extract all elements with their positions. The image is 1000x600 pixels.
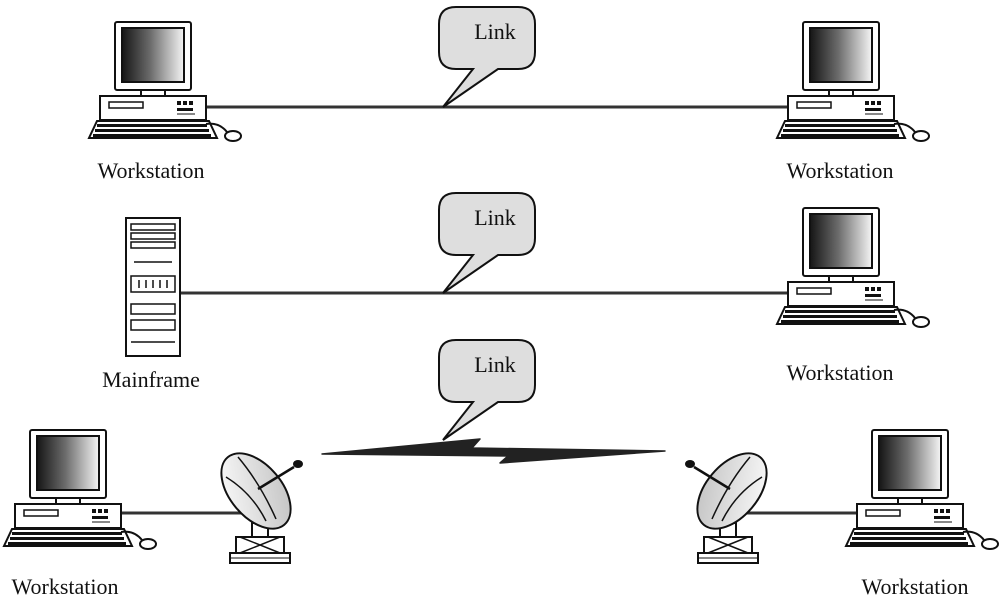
- row-3: Link Workstation Workstation: [3, 339, 999, 599]
- link-label: Link: [474, 205, 516, 230]
- row-2: Link Mainframe Workstation: [102, 192, 930, 392]
- node-label-right: Workstation: [787, 360, 894, 385]
- workstation-icon: [776, 21, 930, 142]
- link-label: Link: [474, 19, 516, 44]
- link-bubble: Link: [438, 339, 536, 441]
- node-label-left: Workstation: [12, 574, 119, 599]
- satellite-dish-icon: [682, 439, 782, 565]
- workstation-icon: [845, 429, 999, 550]
- satellite-dish-icon: [206, 439, 306, 565]
- workstation-icon: [88, 21, 242, 142]
- mainframe-icon: [125, 217, 181, 357]
- link-bubble: Link: [438, 6, 536, 108]
- row-1: Link Workstation Workstation: [88, 6, 930, 183]
- satellite-dish-icon-right: [682, 439, 782, 565]
- node-label-right: Workstation: [787, 158, 894, 183]
- node-label-left: Workstation: [98, 158, 205, 183]
- link-label: Link: [474, 352, 516, 377]
- workstation-icon: [3, 429, 157, 550]
- wireless-link-bolt: [321, 438, 666, 464]
- node-label-right: Workstation: [862, 574, 969, 599]
- node-label-left: Mainframe: [102, 367, 200, 392]
- link-bubble: Link: [438, 192, 536, 294]
- workstation-icon: [776, 207, 930, 328]
